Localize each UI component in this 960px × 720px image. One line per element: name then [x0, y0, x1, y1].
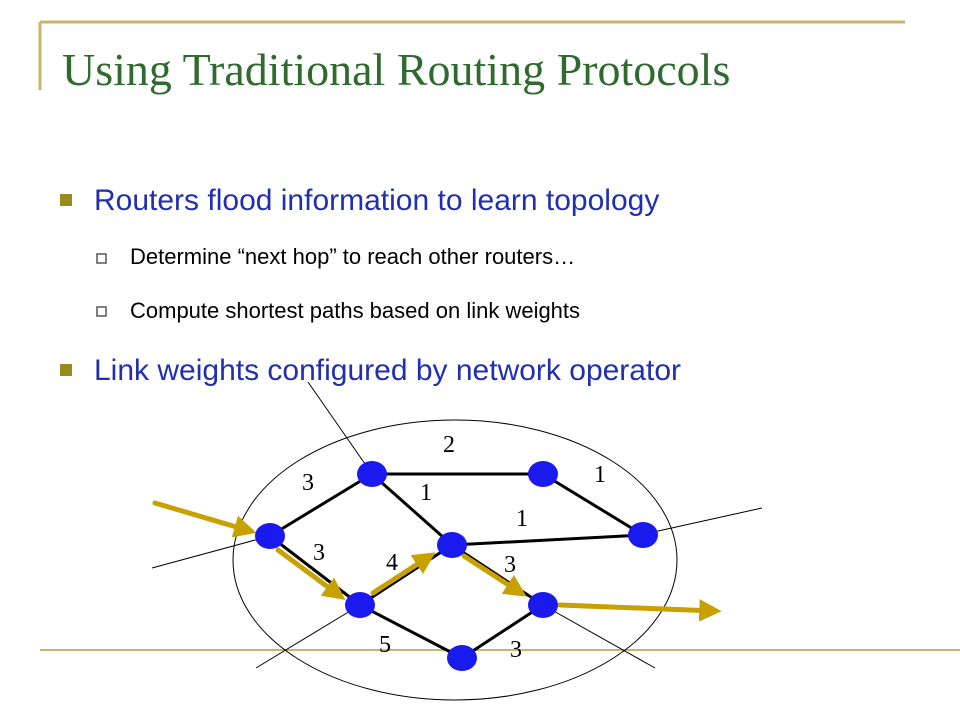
weight-label: 1: [420, 480, 432, 506]
weight-label: 3: [313, 540, 325, 566]
router-node: [345, 592, 375, 618]
path-arrow: [461, 553, 527, 597]
external-link: [639, 507, 763, 536]
weight-label: 2: [443, 432, 455, 458]
slide-title: Using Traditional Routing Protocols: [62, 44, 730, 95]
external-link: [255, 604, 361, 669]
weight-label: 3: [302, 470, 314, 496]
sub-bullet-marker-box: [96, 253, 107, 264]
sub-bullet-item: Determine “next hop” to reach other rout…: [130, 244, 575, 269]
weight-label: 4: [386, 550, 398, 576]
bullet-marker-square: [60, 364, 72, 376]
slide-frame: [38, 20, 960, 651]
router-node: [255, 523, 285, 549]
shortest-path: [152, 500, 722, 622]
external-link: [307, 381, 373, 475]
path-arrow-out: [557, 599, 722, 622]
external-link: [542, 604, 656, 669]
external-links: [151, 381, 763, 669]
weight-label: 1: [594, 462, 606, 488]
router-node: [437, 532, 467, 558]
weight-label: 5: [379, 632, 391, 658]
router-node: [447, 645, 477, 671]
router-node: [628, 522, 658, 548]
sub-bullet-marker-box: [96, 306, 107, 317]
link-r6-r8: [359, 603, 463, 660]
bullet-marker-square: [60, 194, 72, 206]
link-r6-r4: [359, 543, 453, 607]
network-boundary: [232, 419, 678, 701]
bullet-item: Routers flood information to learn topol…: [94, 184, 659, 217]
link-r2-r4: [371, 472, 453, 547]
router-node: [357, 461, 387, 487]
path-arrow-in: [152, 500, 257, 538]
external-link: [151, 535, 271, 569]
link-r3-r5: [542, 472, 644, 537]
router-node: [528, 592, 558, 618]
network-diagram: 3 2 1 1 1 3 4 3 5 3: [151, 381, 763, 701]
link-r1-r2: [269, 472, 373, 538]
router-node: [528, 461, 558, 487]
bullet-item: Link weights configured by network opera…: [94, 354, 681, 387]
sub-bullet-item: Compute shortest paths based on link wei…: [130, 298, 580, 323]
link-r4-r5: [451, 533, 644, 547]
router-nodes: [255, 461, 658, 671]
weight-label: 3: [504, 552, 516, 578]
link-r8-r9: [461, 603, 544, 660]
path-arrow: [275, 547, 346, 601]
path-arrow: [370, 552, 436, 596]
internal-links: [269, 472, 644, 660]
bullet-list: Routers flood information to learn topol…: [60, 184, 681, 387]
weight-label: 3: [510, 637, 522, 663]
link-weight-labels: 3 2 1 1 1 3 4 3 5 3: [302, 432, 606, 663]
weight-label: 1: [516, 506, 528, 532]
